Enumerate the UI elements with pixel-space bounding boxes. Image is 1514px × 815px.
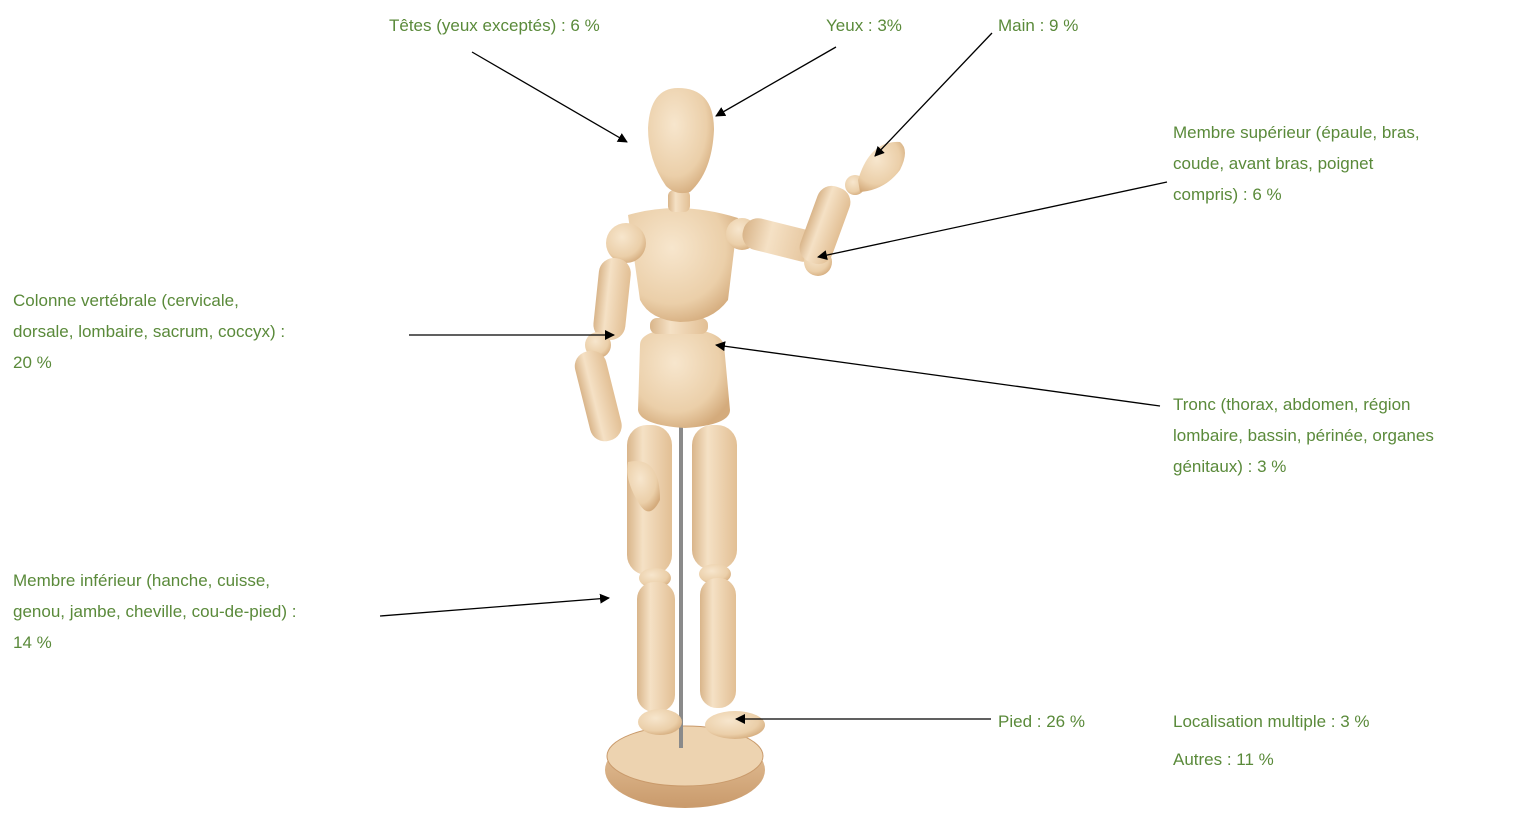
arrow-tronc (716, 345, 1160, 406)
label-line: genou, jambe, cheville, cou-de-pied) : (13, 596, 297, 627)
label-line: génitaux) : 3 % (1173, 451, 1434, 482)
arrow-tetes (472, 52, 627, 142)
label-autres: Autres : 11 % (1173, 744, 1274, 775)
label-line: lombaire, bassin, périnée, organes (1173, 420, 1434, 451)
label-membre-inferieur: Membre inférieur (hanche, cuisse, genou,… (13, 565, 297, 658)
arrow-membre-inferieur (380, 598, 609, 616)
label-line: Tronc (thorax, abdomen, région (1173, 389, 1434, 420)
label-yeux: Yeux : 3% (826, 10, 902, 41)
label-line: coude, avant bras, poignet (1173, 148, 1420, 179)
mannequin-neck (668, 190, 690, 212)
pointer-arrows (380, 33, 1167, 719)
mannequin-right-arm (726, 142, 905, 276)
arrow-main (875, 33, 992, 156)
label-line: Membre inférieur (hanche, cuisse, (13, 565, 297, 596)
arrow-membre-superieur (818, 182, 1167, 257)
mannequin-pelvis (638, 328, 730, 428)
label-tronc: Tronc (thorax, abdomen, région lombaire,… (1173, 389, 1434, 482)
label-line: Colonne vertébrale (cervicale, (13, 285, 285, 316)
label-line: dorsale, lombaire, sacrum, coccyx) : (13, 316, 285, 347)
label-tetes: Têtes (yeux exceptés) : 6 % (389, 10, 600, 41)
label-main: Main : 9 % (998, 10, 1078, 41)
label-membre-superieur: Membre supérieur (épaule, bras, coude, a… (1173, 117, 1420, 210)
label-line: 20 % (13, 347, 285, 378)
label-line: Membre supérieur (épaule, bras, (1173, 117, 1420, 148)
label-pied: Pied : 26 % (998, 706, 1085, 737)
label-line: 14 % (13, 627, 297, 658)
arrow-yeux (716, 47, 836, 116)
label-localisation-multiple: Localisation multiple : 3 % (1173, 706, 1370, 737)
mannequin-rod (679, 400, 683, 748)
label-line: compris) : 6 % (1173, 179, 1420, 210)
wooden-mannequin (572, 88, 905, 808)
mannequin-head (648, 88, 714, 193)
mannequin-chest (628, 208, 738, 322)
label-colonne: Colonne vertébrale (cervicale, dorsale, … (13, 285, 285, 378)
